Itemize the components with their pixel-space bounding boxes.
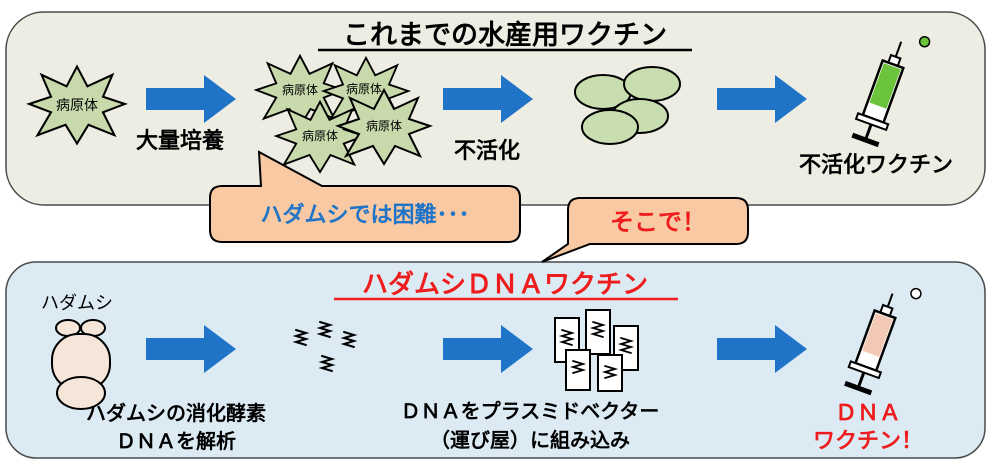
plasmid-vector-icon — [554, 309, 639, 392]
carrier-label: （運び屋）に組み込み — [430, 428, 630, 452]
therefore-callout: そこで！ — [541, 197, 749, 263]
dna-analysis-label: ＤＮＡを解析 — [116, 429, 236, 453]
pathogen-label: 病原体 — [366, 118, 402, 133]
therefore-text: そこで！ — [610, 208, 706, 236]
parasite-label: ハダムシ — [41, 293, 113, 314]
vaccine-label: ワクチン！ — [813, 429, 923, 454]
parasite-icon — [51, 319, 111, 410]
dna-vaccine-syringe-icon — [844, 287, 922, 396]
inactivated-cells-icon — [574, 66, 681, 145]
plasmid-insert-label: ＤＮＡをプラスミドベクター — [401, 399, 660, 423]
inactivation-label: 不活化 — [454, 138, 520, 164]
dna-fragments-icon — [292, 321, 358, 372]
dna-vaccine-panel: ハダムシＤＮＡワクチン ハダムシ ハダムシの消化酵素 ＤＮＡを解析 — [5, 261, 986, 459]
dna-vaccine-title: ハダムシＤＮＡワクチン — [362, 269, 648, 300]
pathogen-cluster-icon: 病原体 病原体 病原体 病原体 — [255, 54, 431, 174]
pathogen-label: 病原体 — [56, 98, 98, 114]
digestive-enzyme-label: ハダムシの消化酵素 — [86, 401, 266, 425]
pathogen-label: 病原体 — [346, 81, 382, 96]
difficulty-text: ハダムシでは困難･･･ — [260, 202, 469, 228]
difficulty-callout: ハダムシでは困難･･･ — [209, 150, 521, 243]
inactivated-vaccine-label: 不活化ワクチン — [799, 152, 953, 178]
dna-label: ＤＮＡ — [835, 401, 901, 426]
conventional-vaccine-panel: これまでの水産用ワクチン 病原体 大量培養 病原体 病原体 病原体 病原体 不活… — [5, 11, 986, 206]
inactivated-vaccine-syringe-icon — [851, 35, 931, 148]
pathogen-label: 病原体 — [282, 82, 318, 97]
conventional-vaccine-title: これまでの水産用ワクチン — [343, 19, 667, 51]
pathogen-star-icon: 病原体 — [28, 65, 126, 145]
pathogen-label: 病原体 — [302, 128, 338, 143]
mass-culture-label: 大量培養 — [136, 128, 224, 154]
